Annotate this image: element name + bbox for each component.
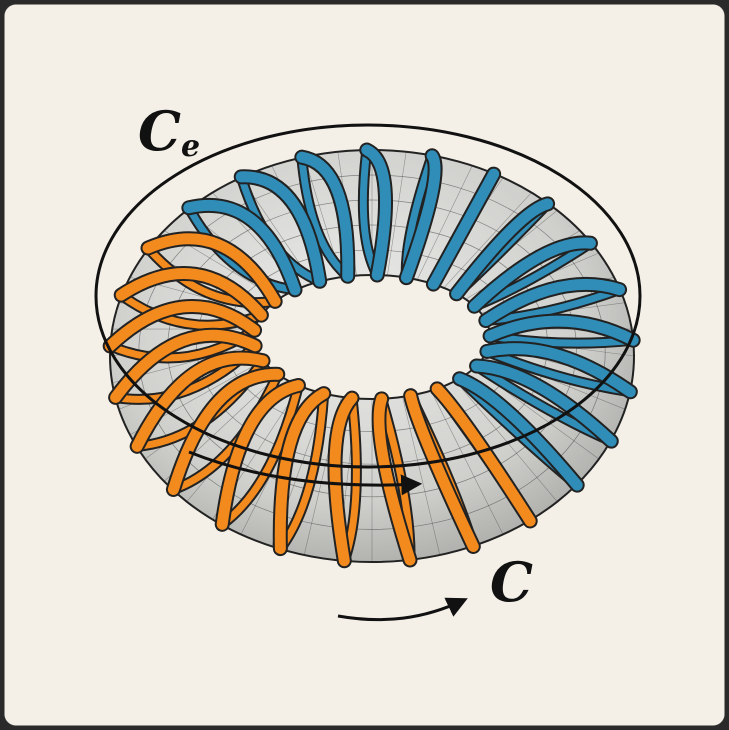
coil-turn <box>142 233 281 307</box>
coil-turn <box>296 151 354 282</box>
diagram-frame: Ce C <box>4 4 725 726</box>
coil-turn <box>400 150 441 284</box>
coil-turn-back <box>298 153 352 280</box>
coil-turn <box>235 171 326 287</box>
coil-turn <box>373 393 416 566</box>
toroid-diagram: Ce C <box>4 4 725 726</box>
coil-turn <box>131 352 269 452</box>
label-ce-subscript: e <box>181 129 200 164</box>
direction-arrow <box>337 597 468 622</box>
coil-turn <box>471 360 617 447</box>
mesh-meridian <box>430 390 504 535</box>
coil-turn <box>167 368 284 496</box>
background <box>4 4 725 726</box>
mesh-meridian <box>455 380 558 502</box>
label-ce-main: C <box>138 99 181 163</box>
coil-turn <box>104 300 261 352</box>
coil-turn <box>427 168 500 290</box>
coil-turn-back <box>486 332 637 347</box>
coil-turn <box>216 379 304 530</box>
coil-turn <box>115 267 267 321</box>
coil-turn <box>468 237 596 312</box>
coil-turn <box>454 373 583 491</box>
mesh-meridian <box>443 192 532 289</box>
coil-turn-back <box>185 204 299 294</box>
coil-turn <box>451 198 554 300</box>
coil-turn <box>329 392 358 567</box>
coil-turn <box>480 278 626 327</box>
coil-turn <box>405 390 479 552</box>
coil-turn <box>484 315 639 346</box>
mesh-meridian <box>387 151 407 276</box>
coil-turn <box>361 144 392 281</box>
coil-turn <box>431 383 536 527</box>
coil-turn <box>274 388 330 555</box>
coil-turn <box>481 343 636 398</box>
label-ce: Ce <box>138 99 200 164</box>
label-c: C <box>490 550 533 614</box>
coil-windings-front <box>102 142 641 569</box>
coil-turn-back <box>276 390 328 553</box>
coil-turn <box>183 199 301 296</box>
path-arrow-on-torus <box>188 450 423 496</box>
outer-loop-ce <box>94 123 642 469</box>
mesh-meridian <box>416 165 473 280</box>
coil-turn-back <box>218 381 302 528</box>
